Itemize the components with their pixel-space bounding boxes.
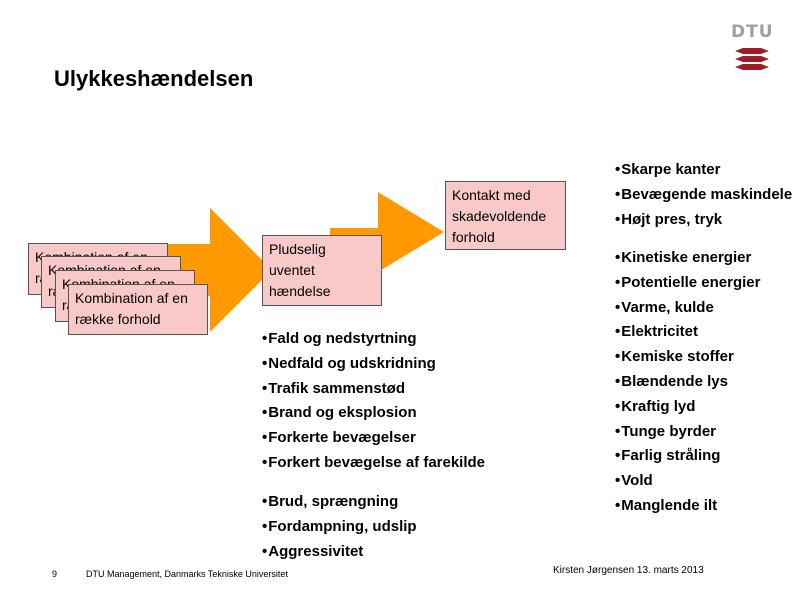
logo-bars-icon: [735, 48, 769, 70]
stack-box-front: Kombination af en række forhold: [68, 284, 208, 335]
list-item: Nedfald og udskridning: [262, 352, 485, 377]
list-item: Aggressivitet: [262, 540, 417, 565]
list-item: Manglende ilt: [615, 494, 760, 519]
footer-organization: DTU Management, Danmarks Tekniske Univer…: [86, 569, 288, 579]
list-item: Tunge byrder: [615, 420, 760, 445]
list-item: Brand og eksplosion: [262, 401, 485, 426]
hazards-list: Skarpe kanter Bevægende maskindele Højt …: [615, 158, 792, 232]
list-item: Forkerte bevægelser: [262, 426, 485, 451]
list-item: Skarpe kanter: [615, 158, 792, 183]
contact-box: Kontakt med skadevoldende forhold: [445, 181, 566, 250]
dtu-logo: DTU: [731, 22, 774, 72]
list-item: Fald og nedstyrtning: [262, 327, 485, 352]
list-item: Kemiske stoffer: [615, 345, 760, 370]
event-types-list-2: Brud, sprængning Fordampning, udslip Agg…: [262, 490, 417, 565]
list-item: Fordampning, udslip: [262, 515, 416, 540]
list-item: Varme, kulde: [615, 296, 760, 321]
logo-text: DTU: [731, 22, 774, 42]
list-item: Kinetiske energier: [615, 246, 760, 271]
list-item: Potentielle energier: [615, 271, 760, 296]
list-item: Bevægende maskindele: [615, 183, 792, 208]
footer-author-date: Kirsten Jørgensen 13. marts 2013: [553, 565, 704, 576]
arrow-1-icon: [150, 208, 272, 332]
list-item: Blændende lys: [615, 370, 760, 395]
event-types-list: Fald og nedstyrtning Nedfald og udskridn…: [262, 327, 485, 476]
slide-title: Ulykkeshændelsen: [54, 66, 254, 91]
list-item: Forkert bevægelse af farekilde: [262, 451, 485, 476]
list-item: Elektricitet: [615, 320, 760, 345]
event-box-text: Pludselig uventet hændelse: [269, 241, 331, 299]
stack-box-front-text: Kombination af en række forhold: [75, 290, 188, 327]
page-number: 9: [52, 569, 58, 579]
list-item: Højt pres, tryk: [615, 208, 792, 233]
hazards-list-2: Kinetiske energier Potentielle energier …: [615, 246, 760, 519]
list-item: Kraftig lyd: [615, 395, 760, 420]
contact-box-text: Kontakt med skadevoldende forhold: [452, 187, 547, 245]
event-box: Pludselig uventet hændelse: [262, 235, 382, 306]
list-item: Trafik sammenstød: [262, 377, 485, 402]
list-item: Vold: [615, 469, 760, 494]
list-item: Farlig stråling: [615, 444, 760, 469]
list-item: Brud, sprængning: [262, 490, 417, 515]
